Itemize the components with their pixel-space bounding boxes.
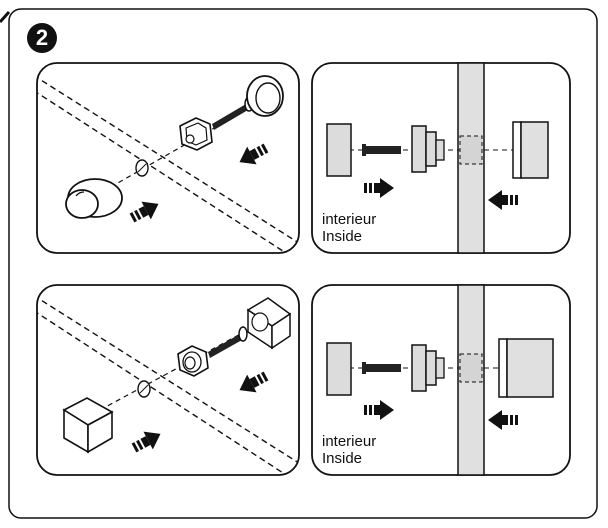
panel-square-knob-perspective — [36, 284, 300, 476]
hex-nut-2 — [177, 345, 209, 377]
screw-2 — [208, 326, 248, 358]
square-rosette — [246, 297, 292, 350]
hole-in-door — [459, 135, 483, 165]
rosette-ring — [246, 75, 284, 117]
washer — [135, 159, 149, 177]
panel-round-knob-perspective — [36, 62, 300, 254]
inside-label-bottom: Inside — [322, 450, 363, 467]
washer-2 — [137, 380, 151, 398]
round-knob — [65, 178, 123, 219]
outer-frame — [0, 8, 598, 519]
nut-side-view-2 — [411, 344, 445, 392]
door-edge-dashed-lines — [37, 69, 299, 253]
hex-nut — [179, 117, 213, 151]
step-number-badge: 2 — [27, 23, 57, 53]
square-knob — [62, 397, 114, 454]
screw-side-view — [362, 144, 401, 156]
interior-label-bottom: interieur — [322, 433, 377, 450]
rosette-side-view — [512, 121, 549, 179]
nut-side-view — [411, 125, 445, 173]
knob-side-view-2 — [326, 342, 352, 396]
screw-side-view-2 — [362, 362, 401, 374]
knob-side-view — [326, 123, 352, 177]
interior-label-top: interieur — [322, 211, 377, 228]
inside-label-top: Inside — [322, 228, 363, 245]
square-rosette-side-view — [498, 338, 554, 398]
hole-in-door-2 — [459, 353, 483, 383]
panel-square-knob-section — [311, 284, 571, 476]
panel-round-knob-section — [311, 62, 571, 254]
door-edge-dashed-lines-2 — [37, 289, 299, 475]
